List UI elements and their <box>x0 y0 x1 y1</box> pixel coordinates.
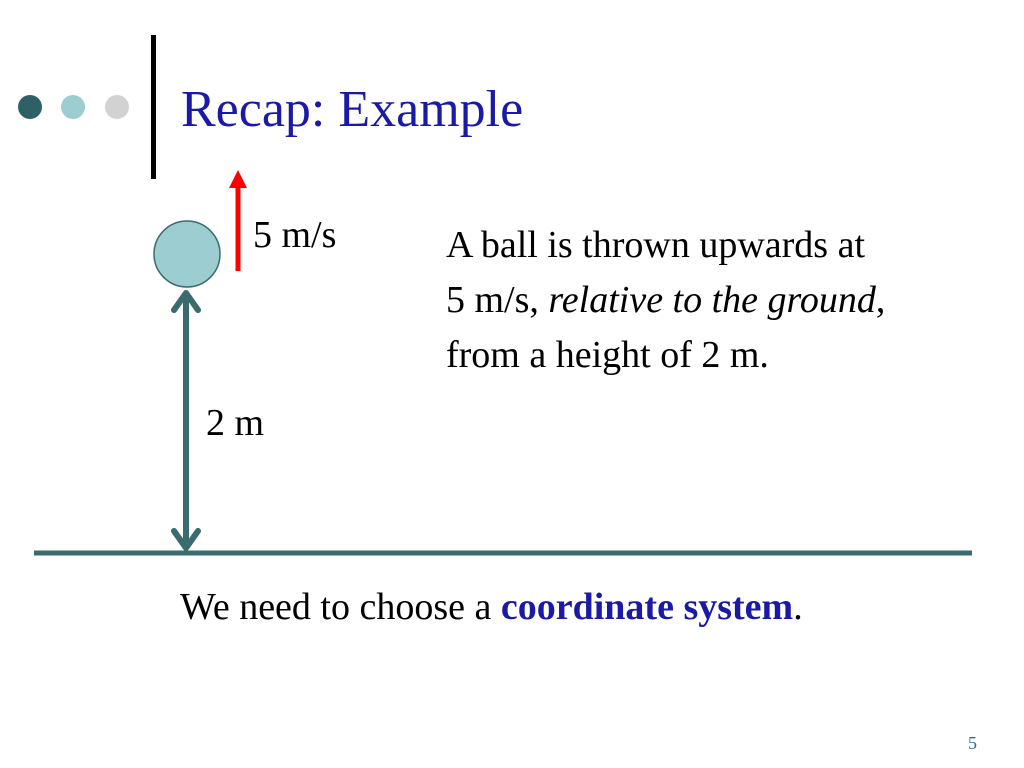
up-arrow-icon <box>229 170 247 271</box>
description-line-2-end: , <box>875 279 886 321</box>
problem-description: A ball is thrown upwards at 5 m/s, relat… <box>446 218 1006 383</box>
conclusion-text: We need to choose a coordinate system. <box>180 585 803 629</box>
description-line-2-italic: relative to the ground <box>548 279 876 321</box>
dot-light-icon <box>105 95 129 119</box>
double-arrow-icon <box>171 290 201 551</box>
slide-title: Recap: Example <box>181 81 524 138</box>
page-number: 5 <box>968 733 977 753</box>
conclusion-suffix: . <box>793 586 803 628</box>
dot-dark-icon <box>18 95 42 119</box>
description-line-2: 5 m/s, relative to the ground, <box>446 273 1006 328</box>
ball-icon <box>153 220 221 288</box>
description-line-2-start: 5 m/s, <box>446 279 549 321</box>
title-divider <box>151 35 156 179</box>
description-line-1: A ball is thrown upwards at <box>446 224 866 266</box>
conclusion-emphasis: coordinate system <box>500 586 794 628</box>
description-line-3: from a height of 2 m. <box>446 334 769 376</box>
height-label: 2 m <box>206 402 265 444</box>
conclusion-prefix: We need to choose a <box>180 586 501 628</box>
velocity-label: 5 m/s <box>253 214 337 256</box>
dot-mid-icon <box>61 95 85 119</box>
